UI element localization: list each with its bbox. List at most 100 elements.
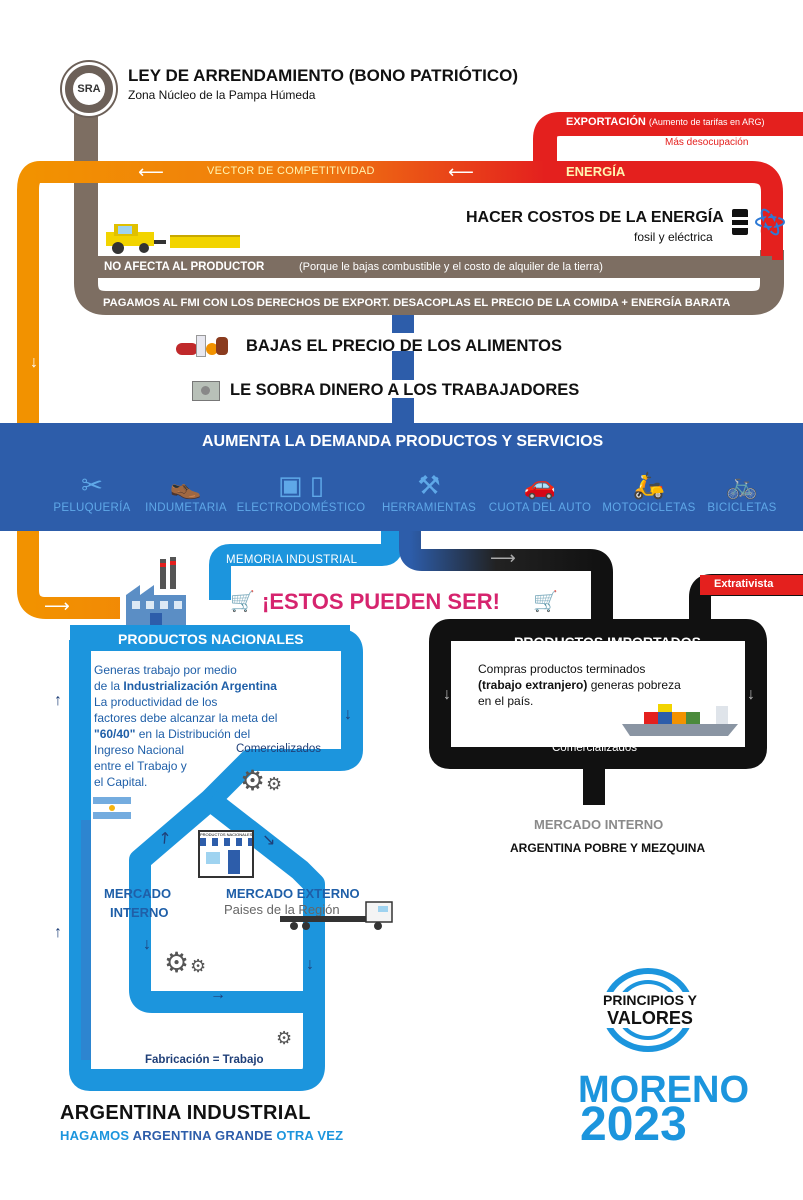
- category-herramientas: ⚒ HERRAMIENTAS: [378, 470, 480, 514]
- export-sub: Más desocupación: [665, 137, 749, 148]
- nacionales-title: PRODUCTOS NACIONALES: [118, 631, 304, 647]
- category-label: BICICLETAS: [707, 502, 777, 514]
- mercado-externo: MERCADO EXTERNO: [226, 886, 360, 901]
- harvester-icon: [106, 224, 240, 254]
- nacionales-l2a: de la: [94, 679, 124, 693]
- nacionales-l2b: Industrialización Argentina: [123, 679, 277, 693]
- category-peluqueria: ✂ PELUQUERÍA: [52, 470, 132, 514]
- nacionales-l2: de la Industrialización Argentina: [94, 678, 277, 694]
- nacionales-text: Generas trabajo por medio de la Industri…: [94, 662, 277, 790]
- mercado-interno-1: MERCADO: [104, 886, 172, 901]
- energy-costs-sub: fosil y eléctrica: [634, 230, 713, 244]
- importados-pobre: ARGENTINA POBRE Y MEZQUINA: [510, 841, 706, 855]
- right-down-arrow: ↓: [344, 706, 352, 723]
- importados-l1: Compras productos terminados: [478, 662, 646, 676]
- energy-label: ENERGÍA: [566, 164, 626, 179]
- importados-l2: (trabajo extranjero) generas pobreza: [478, 678, 681, 692]
- memoria-label: MEMORIA INDUSTRIAL: [226, 554, 358, 566]
- importados-l3: en el país.: [478, 694, 534, 708]
- pv-line-2: VALORES: [590, 1008, 710, 1028]
- cargo-ship-icon: [622, 704, 738, 736]
- left-up-arrow-1: ↑: [54, 692, 62, 709]
- category-label: CUOTA DEL AUTO: [488, 502, 592, 514]
- tools-icon: ⚒: [417, 470, 441, 500]
- nacionales-l8: el Capital.: [94, 775, 148, 789]
- money-icon: [192, 381, 220, 401]
- sra-logo-text: SRA: [73, 73, 105, 105]
- factory-icon: [126, 557, 186, 625]
- importados-l2-bold: (trabajo extranjero): [478, 678, 588, 692]
- footer-title: ARGENTINA INDUSTRIAL: [60, 1102, 311, 1124]
- footer-slogan: HAGAMOS ARGENTINA GRANDE OTRA VEZ: [60, 1128, 343, 1143]
- cart-icon-left: 🛒: [230, 591, 255, 613]
- producer-label: NO AFECTA AL PRODUCTOR: [104, 261, 265, 273]
- nacionales-l5b: en la Distribución del: [135, 727, 251, 741]
- importados-mercado: MERCADO INTERNO: [534, 817, 664, 832]
- category-motocicletas: 🛵 MOTOCICLETAS: [600, 470, 698, 514]
- right-arrow-bottom: →: [210, 986, 226, 1003]
- slogan-2: ARGENTINA GRANDE: [132, 1128, 273, 1143]
- export-label: EXPORTACIÓN (Aumento de tarifas en ARG): [566, 116, 764, 128]
- nacionales-l1: Generas trabajo por medio: [94, 663, 237, 677]
- energy-costs-title: HACER COSTOS DE LA ENERGÍA: [466, 209, 724, 226]
- extractivista-label: Extrativista: [714, 578, 774, 590]
- estos-pueden-ser: ¡ESTOS PUEDEN SER!: [262, 589, 500, 614]
- moreno-label: MORENO: [578, 1069, 749, 1111]
- importados-title: PRODUCTOS IMPORTADOS: [514, 634, 701, 650]
- importados-l2-rest: generas pobreza: [587, 678, 681, 692]
- nacionales-l3: La productividad de los: [94, 695, 218, 709]
- slogan-3: OTRA VEZ: [272, 1128, 344, 1143]
- slogan-1: HAGAMOS: [60, 1128, 133, 1143]
- orange-flow-arrow: ⟶: [44, 596, 70, 616]
- pv-line-1: PRINCIPIOS Y: [590, 992, 710, 1008]
- producer-note: (Porque le bajas combustible y el costo …: [299, 261, 603, 273]
- nacionales-l7: entre el Trabajo y: [94, 759, 187, 773]
- vector-arrow-2: ⟵: [448, 162, 474, 182]
- oil-barrel-icon: [732, 209, 748, 235]
- export-note: (Aumento de tarifas en ARG): [648, 117, 765, 127]
- category-label: HERRAMIENTAS: [381, 502, 477, 514]
- mercado-interno-2: INTERNO: [110, 905, 169, 920]
- gear-icon-small: ⚙: [266, 774, 283, 794]
- export-label-text: EXPORTACIÓN: [566, 116, 646, 128]
- brown-pipe: [74, 100, 784, 315]
- store-label: PRODUCTOS NACIONALES: [200, 832, 252, 837]
- category-label: INDUMETARIA: [145, 502, 227, 514]
- category-electrodomestico: ▣ ▯ ELECTRODOMÉSTICO: [236, 470, 366, 514]
- left-up-arrow-2: ↑: [54, 924, 62, 941]
- paises-region: Paises de la Región: [224, 902, 340, 917]
- category-label: MOTOCICLETAS: [602, 502, 696, 514]
- header-subtitle: Zona Núcleo de la Pampa Húmeda: [128, 88, 316, 102]
- importados-arrow-right: ↓: [747, 686, 755, 703]
- motorcycle-icon: 🛵: [632, 470, 666, 500]
- argentina-flag-icon: [93, 797, 131, 819]
- nacionales-l5a: "60/40": [94, 727, 136, 741]
- nacionales-l5: "60/40" en la Distribución del: [94, 726, 277, 742]
- orange-down-arrow: ↓: [30, 354, 38, 371]
- down-arrow-interno: ↓: [143, 936, 151, 953]
- bicycle-icon: 🚲: [725, 470, 759, 500]
- red-export-pipe: [533, 112, 803, 170]
- nacionales-l4: factores debe alcanzar la meta del: [94, 711, 278, 725]
- car-icon: 🚗: [523, 470, 557, 500]
- black-flow-arrow: ⟶: [490, 548, 516, 568]
- fabricacion-label: Fabricación = Trabajo: [145, 1054, 264, 1066]
- importados-arrow-left: ↓: [443, 686, 451, 703]
- flow-arrow-2: ↘: [262, 832, 276, 849]
- demand-band: [0, 423, 803, 531]
- nacionales-comercializados: Comercializados: [236, 743, 322, 755]
- food-icon: [176, 333, 232, 357]
- vector-arrow-1: ⟵: [138, 162, 164, 182]
- sra-logo: SRA: [62, 62, 116, 116]
- demand-title: AUMENTA LA DEMANDA PRODUCTOS Y SERVICIOS: [202, 433, 604, 450]
- category-label: PELUQUERÍA: [53, 502, 131, 514]
- gear-icon-fab: ⚙: [276, 1028, 293, 1048]
- gear-icon: ⚙: [240, 765, 266, 796]
- store-icon: PRODUCTOS NACIONALES: [198, 830, 254, 878]
- clothing-icon: 👞: [169, 470, 203, 500]
- category-cuota-auto: 🚗 CUOTA DEL AUTO: [486, 470, 594, 514]
- nacionales-l6: Ingreso Nacional: [94, 743, 185, 757]
- appliance-icon: ▣ ▯: [277, 470, 325, 500]
- atom-icon: [755, 208, 785, 236]
